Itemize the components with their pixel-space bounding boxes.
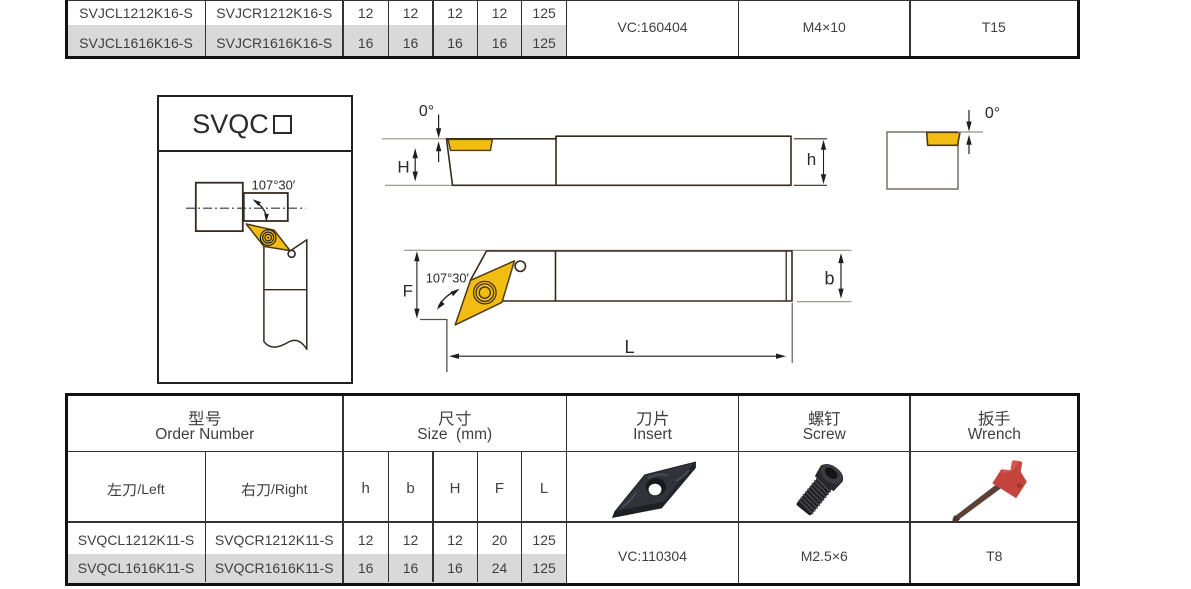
svg-text:0°: 0° [419, 103, 434, 120]
svg-text:F: F [403, 282, 413, 301]
svg-text:0°: 0° [985, 105, 1000, 122]
svg-text:107°30′: 107°30′ [252, 178, 296, 193]
svg-text:b: b [824, 269, 834, 289]
svg-text:H: H [397, 158, 409, 177]
svg-text:h: h [807, 150, 816, 169]
svg-text:L: L [624, 337, 634, 357]
svg-text:107°30′: 107°30′ [426, 271, 470, 286]
